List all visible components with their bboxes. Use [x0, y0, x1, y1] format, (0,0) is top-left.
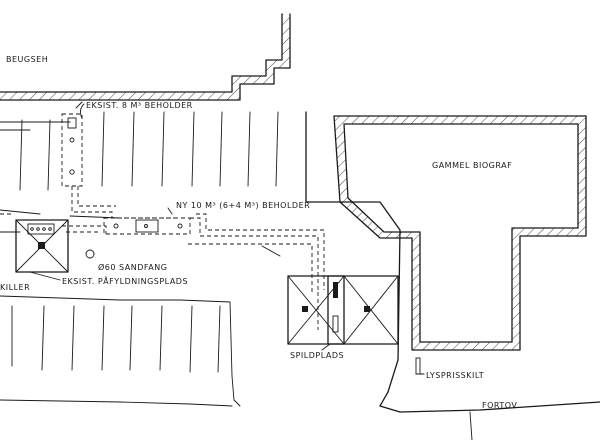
existing-tank-8m3 [61, 101, 83, 187]
light-sign-symbol [415, 357, 421, 375]
light-sign-label: LYSPRISSKILT [426, 371, 484, 380]
old-cinema-label: GAMMEL BIOGRAF [432, 161, 512, 170]
sand-trap-symbol [85, 249, 95, 259]
existing-fill-area [15, 219, 69, 273]
spill-area [287, 275, 399, 345]
existing-tank-label: EKSIST. 8 M³ BEHOLDER [86, 101, 193, 110]
curb-lines [0, 111, 600, 441]
top-building [0, 13, 291, 101]
sand-trap-label: Ø60 SANDFANG [98, 262, 167, 272]
old-cinema-label-text: GAMMEL BIOGRAF [432, 161, 512, 170]
street-label: BEUGSEH [6, 55, 48, 64]
sidewalk-label: FORTOV [482, 401, 517, 410]
leader-lines [29, 103, 425, 375]
existing-washbay-label: EKSIST. PÅFYLDNINGSPLADS [62, 275, 188, 286]
spill-area-label: SPILDPLADS [290, 351, 344, 360]
parking-stripes-top [0, 111, 279, 191]
washer-label: KILLER [0, 283, 30, 292]
new-tank-label: NY 10 M³ (6+4 M³) BEHOLDER [176, 201, 310, 210]
new-tank-10m3 [103, 217, 191, 235]
old-cinema-building [333, 115, 587, 351]
parking-stripes-bottom [11, 305, 221, 373]
